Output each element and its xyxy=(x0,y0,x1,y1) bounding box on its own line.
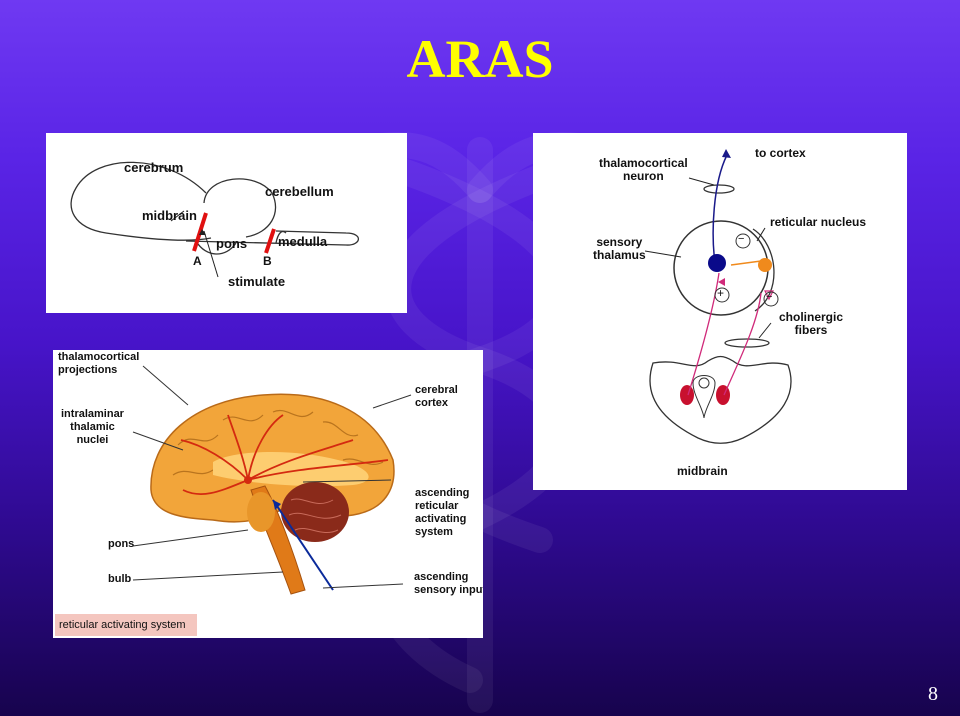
label-midbrain-section: midbrain xyxy=(677,464,728,478)
cholinergic-fiber-2 xyxy=(723,292,762,396)
label-thalamocortical-neuron: thalamocortical neuron xyxy=(599,156,688,183)
brainstem-outline xyxy=(185,230,360,246)
brain-outline-drawing xyxy=(70,161,360,278)
brain-sagittal-drawing xyxy=(55,365,412,636)
aqueduct-outline xyxy=(692,375,716,419)
label-cut-a: A xyxy=(193,254,202,268)
label-cerebral-cortex: cerebral cortex xyxy=(415,384,458,409)
label-cholinergic-fibers: cholinergic fibers xyxy=(779,310,844,337)
label-thalamocortical-projections: thalamocortical projections xyxy=(58,351,140,376)
cerebellum xyxy=(281,482,349,542)
intralaminar-nuclei-dot xyxy=(244,476,252,484)
label-midbrain: midbrain xyxy=(142,208,197,223)
midbrain-nucleus-left xyxy=(680,385,694,405)
cut-line-b xyxy=(264,228,276,254)
label-pons: pons xyxy=(108,538,135,550)
ascending-sensory-arrow xyxy=(272,499,334,591)
midbrain-nucleus-right xyxy=(716,385,730,405)
cholinergic-fiber-1 xyxy=(687,272,720,396)
sign-minus-1: − xyxy=(738,233,745,245)
page-number: 8 xyxy=(928,683,938,705)
fiber-ring-top xyxy=(703,184,735,194)
label-stimulate: stimulate xyxy=(228,274,286,289)
label-ascending-sensory-inputs: ascending sensory inputs xyxy=(414,571,483,596)
label-cerebellum: cerebellum xyxy=(265,184,334,199)
label-intralaminar-thalamic-nuclei: intralaminar thalamic nuclei xyxy=(61,408,124,446)
label-pons: pons xyxy=(216,236,248,251)
fiber-ring-mid xyxy=(724,338,770,348)
thalamocortical-axon xyxy=(712,154,728,264)
slide-title: ARAS xyxy=(406,29,554,89)
sign-plus-1: + xyxy=(717,286,725,300)
label-bulb: bulb xyxy=(108,573,132,585)
caption-background xyxy=(55,614,197,636)
label-medulla: medulla xyxy=(278,234,328,249)
cerebellum-outline xyxy=(203,178,277,238)
midbrain-outline xyxy=(649,355,792,444)
reticular-activating-system-figure: thalamocortical projections intralaminar… xyxy=(53,350,483,638)
cortical-gyri xyxy=(172,409,384,476)
label-cerebrum: cerebrum xyxy=(124,160,184,175)
brain-transection-figure: cerebrum cerebellum midbrain pons medull… xyxy=(46,133,407,313)
cut-line-a xyxy=(192,212,208,252)
thalamus-circuit-figure: to cortex thalamocortical neuron sensory… xyxy=(533,133,907,490)
label-to-cortex: to cortex xyxy=(755,146,806,160)
activating-pathways xyxy=(180,414,389,495)
label-reticular-nucleus: reticular nucleus xyxy=(770,215,867,229)
figure-caption: reticular activating system xyxy=(59,619,186,631)
thalamocortical-neuron-cell xyxy=(708,254,726,272)
label-cut-b: B xyxy=(263,254,272,268)
reticular-neuron-cell xyxy=(758,258,772,272)
cerebrum-outline xyxy=(70,161,212,241)
thalamus-circuit-drawing xyxy=(644,149,792,444)
label-ascending-reticular-activating-system: ascending reticular activating system xyxy=(415,487,470,538)
label-sensory-thalamus: sensory thalamus xyxy=(593,235,646,262)
pons-swelling xyxy=(247,492,275,532)
sign-minus-2: − xyxy=(766,291,773,303)
